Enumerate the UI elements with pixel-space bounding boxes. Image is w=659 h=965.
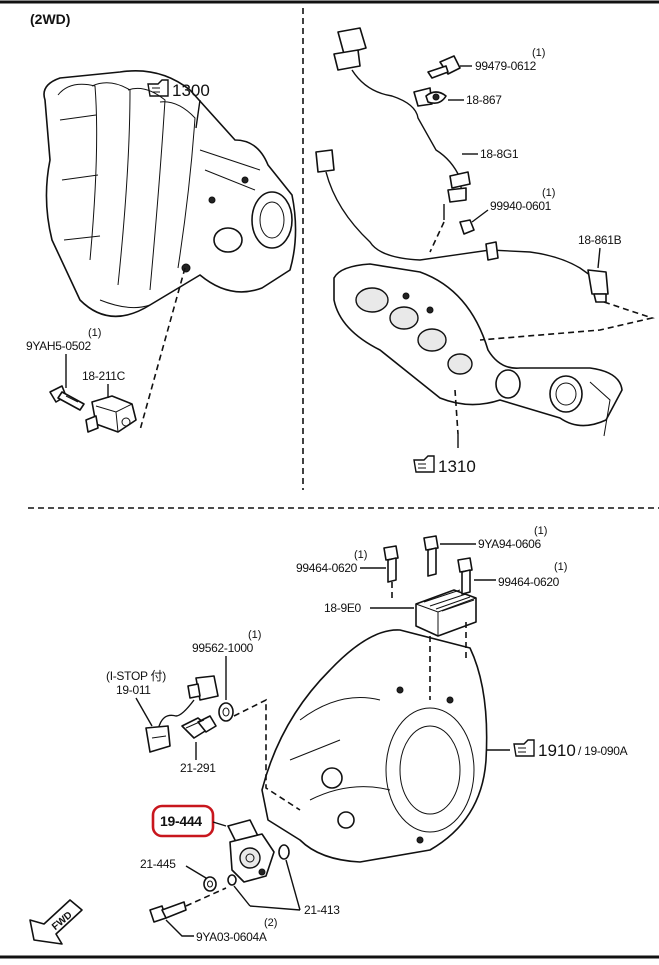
callout-qty-bolt-99479: (1) (532, 47, 545, 59)
callout-switch-19-011: 19-011 (116, 683, 151, 697)
intake-manifold[interactable] (43, 70, 297, 318)
callout-sensor-18-211c: 18-211C (82, 369, 126, 383)
module-18-9e0[interactable] (415, 589, 477, 637)
ref-1300[interactable]: 1300 (147, 79, 210, 100)
sensor-18-211c[interactable] (85, 395, 137, 433)
ref-1910-alt-label: / 19-090A (578, 744, 628, 758)
bolt-9ya94[interactable] (423, 535, 439, 577)
callout-switch-19-444: 19-444 (160, 813, 202, 829)
callout-switch-21-291: 21-291 (180, 761, 216, 775)
variant-label: (2WD) (30, 11, 70, 27)
callout-bolt-9ya03: 9YA03-0604A (196, 930, 267, 944)
bolt-99464-left[interactable] (383, 545, 399, 583)
ref-hand-icon (413, 455, 435, 473)
istop-note: (I-STOP 付) (106, 669, 166, 683)
callout-qty-bolt-9ya03: (2) (264, 917, 277, 929)
ref-1910[interactable]: 1910 / 19-090A (513, 739, 628, 760)
bolt-99464-right[interactable] (457, 557, 473, 595)
ref-1300-label: 1300 (172, 81, 210, 100)
callout-qty-bolt-9yah5: (1) (88, 327, 101, 339)
switch-21-291[interactable] (181, 715, 217, 739)
callout-bolt-9ya94: 9YA94-0606 (478, 537, 541, 551)
bolt-9yah5[interactable] (49, 385, 85, 411)
callout-sensor-18-8g1: 18-8G1 (480, 147, 519, 161)
ref-1910-label: 1910 (538, 741, 576, 760)
callout-bolt-9yah5: 9YAH5-0502 (26, 339, 91, 353)
callout-bolt-99464-right: 99464-0620 (498, 575, 560, 589)
washer-99562[interactable] (218, 702, 234, 722)
ref-1310-label: 1310 (438, 457, 476, 476)
callout-bolt-99479: 99479-0612 (475, 59, 537, 73)
ref-hand-icon (513, 739, 535, 757)
callout-qty-washer-99562: (1) (248, 629, 261, 641)
sensor-18-8g1[interactable] (333, 27, 471, 220)
highlight-19-444 (151, 804, 215, 838)
switch-19-444[interactable] (227, 819, 275, 883)
callout-oring-21-413: 21-413 (304, 903, 340, 917)
collar-21-445[interactable] (203, 876, 217, 892)
sensor-18-861b[interactable] (315, 149, 609, 303)
callout-nut-99940: 99940-0601 (490, 199, 552, 213)
callout-bolt-99464-left: 99464-0620 (296, 561, 358, 575)
callout-qty-bolt-99464-left: (1) (354, 549, 367, 561)
callout-module-18-9e0: 18-9E0 (324, 601, 362, 615)
exhaust-manifold[interactable] (333, 263, 623, 437)
callout-collar-21-445: 21-445 (140, 857, 176, 871)
switch-19-011[interactable] (145, 675, 219, 753)
transmission[interactable] (261, 629, 488, 863)
callout-clip-18-867: 18-867 (466, 93, 502, 107)
bolt-9ya03[interactable] (149, 901, 187, 923)
ref-1310[interactable]: 1310 (413, 455, 476, 476)
callout-qty-bolt-9ya94: (1) (534, 525, 547, 537)
clip-18-867[interactable] (425, 91, 447, 104)
nut-99940[interactable] (459, 219, 475, 235)
callout-sensor-18-861b: 18-861B (578, 233, 622, 247)
callout-qty-bolt-99464-right: (1) (554, 561, 567, 573)
callout-washer-99562: 99562-1000 (192, 641, 254, 655)
fwd-arrow-icon: FWD (29, 899, 83, 945)
bolt-99479[interactable] (427, 55, 461, 79)
callout-qty-nut-99940: (1) (542, 187, 555, 199)
oring-21-413[interactable] (227, 844, 290, 886)
ref-hand-icon (147, 79, 169, 97)
